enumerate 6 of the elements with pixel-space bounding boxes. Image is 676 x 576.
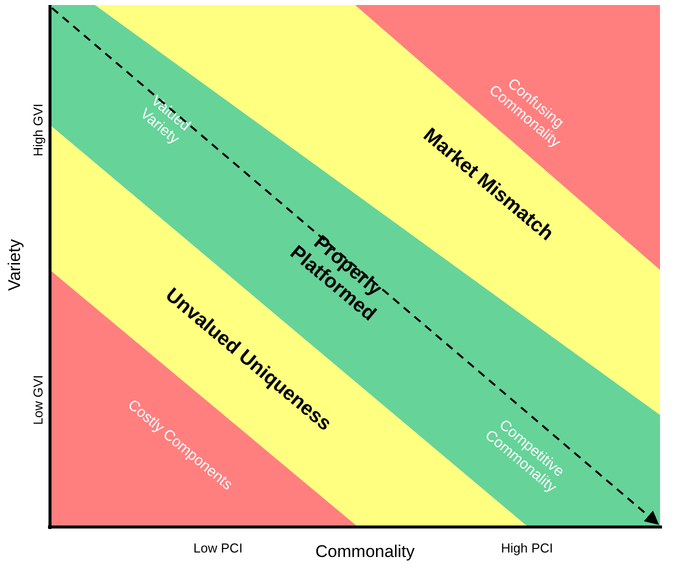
axis-label: Commonality [315, 542, 415, 562]
axis-label: High PCI [500, 540, 554, 556]
axis-label: Low PCI [193, 540, 243, 556]
axis-label: High GVI [30, 104, 46, 156]
axis-label: Low GVI [30, 375, 46, 425]
axis-label: Variety [5, 239, 25, 291]
